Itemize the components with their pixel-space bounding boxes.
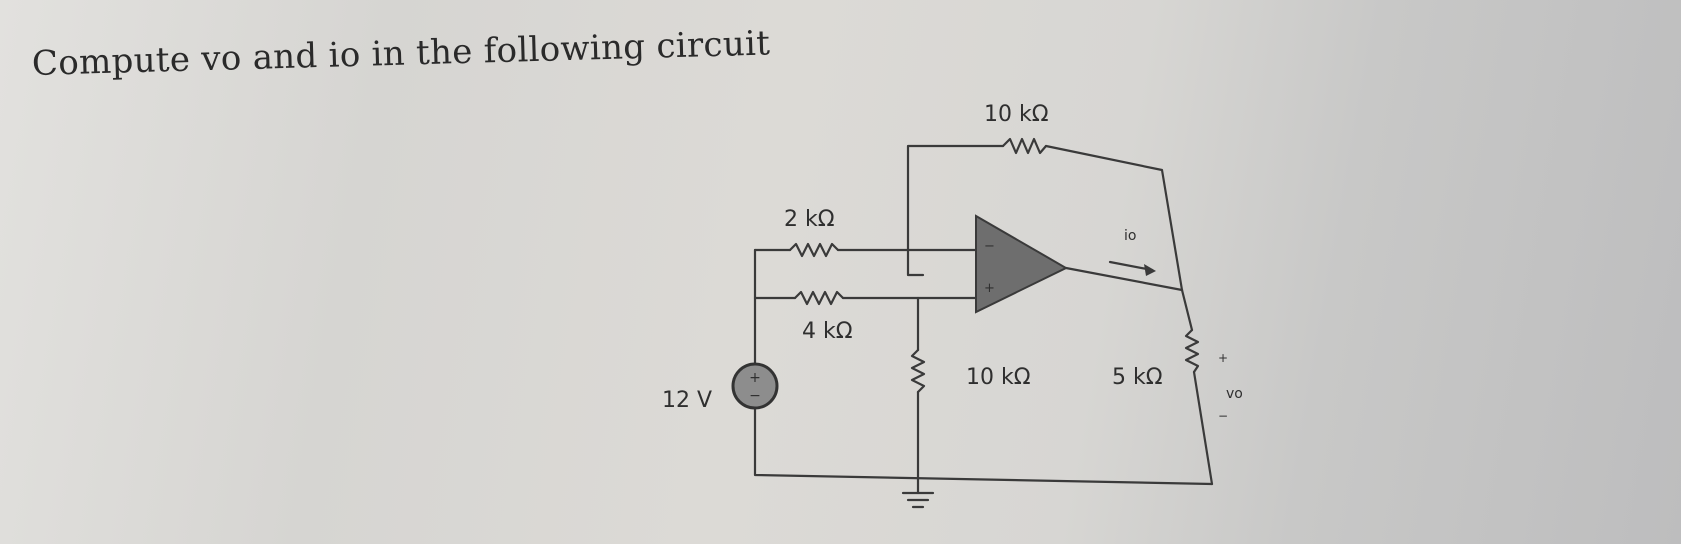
output-voltage-label: vo [1226,386,1243,402]
bottom-wire [753,406,1214,486]
op-amp-noninverting-mark: + [984,281,995,296]
resistor-4k-symbol [793,290,845,306]
load-top-wire [1180,288,1194,332]
op-amp-symbol [975,214,1069,314]
resistor-2k-label: 2 kΩ [784,207,835,232]
resistor-2k-symbol [788,242,840,258]
resistor-load-symbol [1184,328,1200,374]
load-bottom-wire [1192,370,1214,486]
resistor-ground-label: 10 kΩ [966,365,1031,390]
resistor-top-symbol [1001,137,1048,155]
vo-plus-mark: + [1218,351,1228,365]
feedback-left-wire [906,144,1005,277]
source-voltage-label: 12 V [662,388,712,413]
output-wire [1064,266,1184,292]
op-amp-inverting-mark: − [984,239,995,254]
feedback-right-wire [1044,144,1184,292]
circuit-wires [753,137,1214,509]
current-arrow-head [1144,264,1156,276]
source-plus-sign: + [749,370,761,386]
resistor-load-label: 5 kΩ [1112,365,1163,390]
resistor-top-label: 10 kΩ [984,102,1049,127]
resistor-ground-symbol [910,348,926,394]
voltage-source-symbol [731,362,779,410]
source-minus-sign: − [749,388,761,404]
output-current-label: io [1124,228,1136,244]
resistor-4k-label: 4 kΩ [802,319,853,344]
vo-minus-mark: − [1218,409,1228,423]
